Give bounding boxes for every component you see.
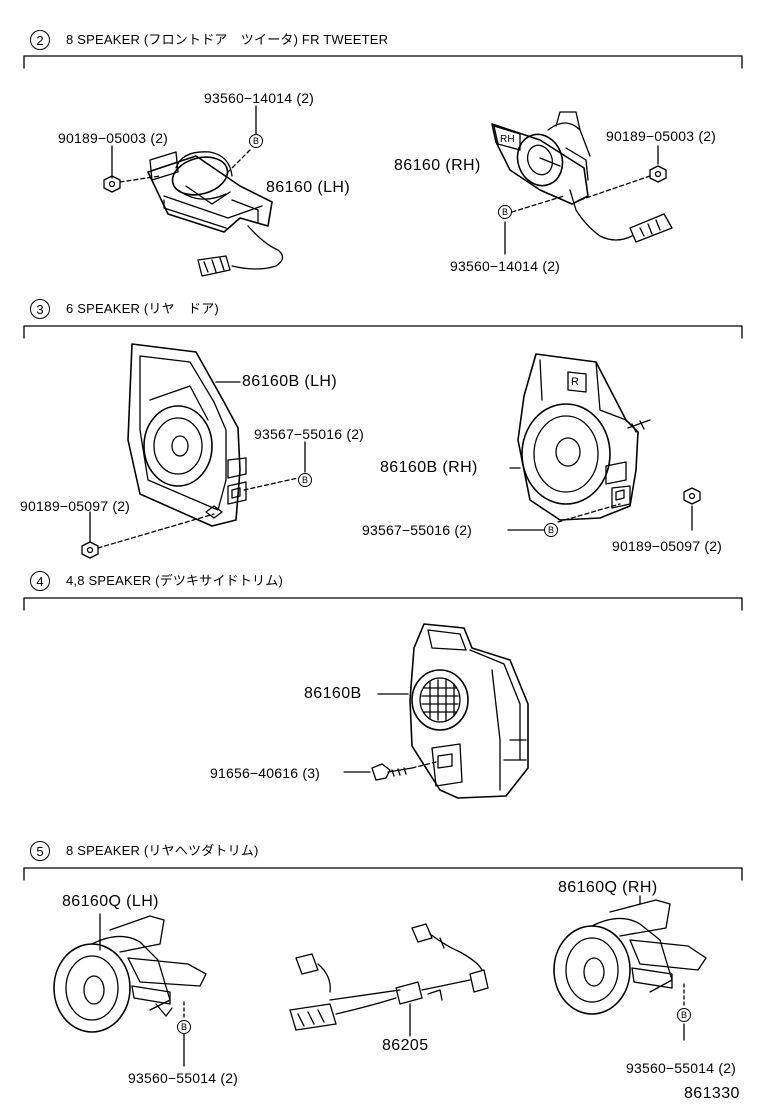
section-3-title: 6 SPEAKER (リヤ ドア) <box>66 301 219 316</box>
section-5-bracket <box>23 867 743 881</box>
section-2-number: 2 <box>30 30 50 50</box>
part-label-nut-lh: 90189−05003 (2) <box>58 130 169 146</box>
tweeter-lh-illustration <box>103 105 284 277</box>
callout-b-marker: B <box>177 1020 191 1034</box>
section-3-bracket <box>23 325 743 339</box>
part-label-tweeter-lh: 86160 (LH) <box>266 179 351 196</box>
section-3-number: 3 <box>30 299 50 319</box>
section-2-bracket <box>23 55 743 69</box>
rear-header-speaker-rh-illustration <box>553 895 707 1041</box>
harness-illustration <box>289 923 489 1037</box>
part-label-screw-rh: 93560−55014 (2) <box>626 1060 737 1076</box>
section-4-bracket <box>23 597 743 611</box>
part-label-screw-rh: 93567−55016 (2) <box>362 522 473 538</box>
rear-header-speaker-lh-illustration <box>53 913 207 1067</box>
tweeter-rh-illustration <box>491 111 673 255</box>
figure-id: 861330 <box>684 1085 740 1102</box>
part-label-speaker-rh: 86160B (RH) <box>380 459 478 476</box>
part-label-speaker-lh: 86160B (LH) <box>242 373 338 390</box>
callout-b-marker: B <box>677 1008 691 1022</box>
part-label-speaker-lh: 86160Q (LH) <box>62 893 159 910</box>
section-5-number: 5 <box>30 841 50 861</box>
callout-b-marker: B <box>498 205 512 219</box>
part-label-screw-lh: 93567−55016 (2) <box>254 426 365 442</box>
part-label-nut-rh: 90189−05097 (2) <box>612 538 723 554</box>
callout-b-marker: B <box>249 134 263 148</box>
section-4-title: 4,8 SPEAKER (デツキサイドトリム) <box>66 573 283 588</box>
callout-b-marker: B <box>544 523 558 537</box>
part-label-nut-rh: 90189−05003 (2) <box>606 128 717 144</box>
r-mark: R <box>571 376 580 388</box>
part-label-screw-rh: 93560−14014 (2) <box>450 258 561 274</box>
section-4-number: 4 <box>30 571 50 591</box>
section-2-title: 8 SPEAKER (フロントドア ツイータ) FR TWEETER <box>66 32 389 47</box>
rh-mark: RH <box>500 134 515 145</box>
section-5-title: 8 SPEAKER (リヤヘツダトリム) <box>66 843 259 858</box>
callout-b-marker: B <box>298 473 312 487</box>
deck-side-speaker-illustration <box>343 623 529 799</box>
part-label-bolt: 91656−40616 (3) <box>210 765 321 781</box>
part-label-tweeter-rh: 86160 (RH) <box>394 157 481 174</box>
part-label-screw-lh: 93560−55014 (2) <box>128 1070 239 1086</box>
rear-door-speaker-lh-illustration <box>81 343 306 559</box>
part-label-nut-lh: 90189−05097 (2) <box>20 498 131 514</box>
part-label-harness: 86205 <box>382 1037 429 1054</box>
part-label-deck-speaker: 86160B <box>304 685 362 702</box>
rear-door-speaker-rh-illustration <box>507 353 701 531</box>
part-label-speaker-rh: 86160Q (RH) <box>558 879 658 896</box>
part-label-screw-lh: 93560−14014 (2) <box>204 90 315 106</box>
